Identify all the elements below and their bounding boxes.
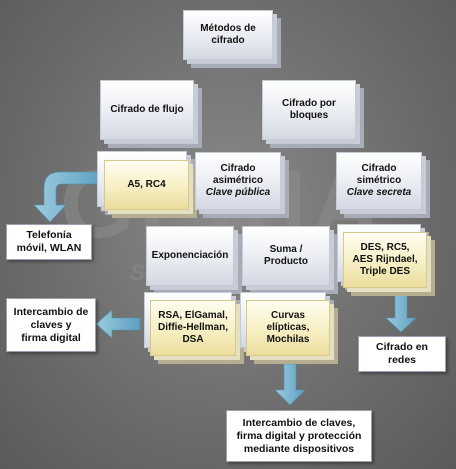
node-label: AES Rijndael, [352, 254, 418, 265]
node-suma-producto: Suma / Producto [242, 226, 330, 286]
node-label: redes [387, 354, 417, 366]
arrow-a5-to-telefonia [33, 171, 105, 223]
arrow-des-to-redes [385, 291, 417, 333]
node-label: mediante dispositivos [243, 442, 355, 455]
node-label: RSA, ElGamal, [158, 310, 228, 321]
node-label: Curvas [271, 310, 305, 321]
node-label: Suma / [269, 244, 303, 255]
node-label: elípticas, [266, 322, 310, 333]
node-cifrado-en-redes: Cifrado en redes [358, 336, 446, 372]
node-label: Telefonía [26, 229, 72, 241]
node-label: Cifrado [361, 163, 397, 174]
node-cifrado-por-bloques: Cifrado por bloques [262, 80, 356, 140]
node-intercambio-proteccion: Intercambio de claves, firma digital y p… [226, 410, 372, 462]
node-cifrado-asimetrico: Cifrado asimétrico Clave pública [195, 152, 281, 210]
node-exponenciacion: Exponenciación [146, 226, 234, 286]
node-label: Triple DES [359, 266, 410, 277]
node-label: claves y [30, 318, 72, 331]
arrow-rsa-to-intercambio1 [95, 309, 141, 339]
node-label: Cifrado en [376, 341, 428, 353]
node-label: firma digital y protección [236, 429, 362, 442]
node-rsa-elgamal: RSA, ElGamal, Diffie-Hellman, DSA [150, 300, 236, 356]
node-a5-rc4: A5, RC4 [104, 160, 189, 210]
arrow-curvas-to-intercambio2 [274, 363, 306, 406]
node-label: Diffie-Hellman, [157, 322, 228, 333]
node-label: Producto [264, 256, 308, 267]
node-label: firma digital [21, 331, 81, 344]
node-label: Exponenciación [151, 250, 229, 261]
node-intercambio-claves-firma: Intercambio de claves y firma digital [6, 298, 96, 352]
node-cifrado-simetrico: Cifrado simétrico Clave secreta [336, 152, 422, 210]
node-metodos-de-cifrado: Métodos de cifrado [183, 10, 273, 60]
node-label-italic: Clave secreta [346, 187, 412, 198]
node-telefonia-movil-wlan: Telefonía móvil, WLAN [6, 224, 92, 260]
node-label: Intercambio de claves, [242, 416, 356, 429]
node-label: bloques [289, 110, 329, 121]
node-label: Cifrado [220, 163, 256, 174]
node-label-italic: Clave pública [205, 187, 271, 198]
node-label: Mochilas [266, 334, 310, 345]
node-label: DES, RC5, [360, 242, 410, 253]
node-label: Métodos de [200, 23, 256, 34]
node-des-rc5-aes: DES, RC5, AES Rijndael, Triple DES [343, 232, 427, 288]
node-label: Cifrado de flujo [110, 104, 184, 115]
node-label: cifrado [211, 35, 245, 46]
node-curvas-elipticas: Curvas elípticas, Mochilas [246, 300, 330, 356]
node-label: DSA [182, 334, 204, 345]
node-label: Intercambio de [13, 305, 89, 318]
node-label: móvil, WLAN [16, 242, 82, 254]
node-label: Cifrado por [282, 98, 336, 109]
node-label: simétrico [356, 175, 402, 186]
node-cifrado-de-flujo: Cifrado de flujo [100, 80, 194, 140]
node-label: asimétrico [212, 175, 264, 186]
node-label: A5, RC4 [127, 179, 166, 190]
